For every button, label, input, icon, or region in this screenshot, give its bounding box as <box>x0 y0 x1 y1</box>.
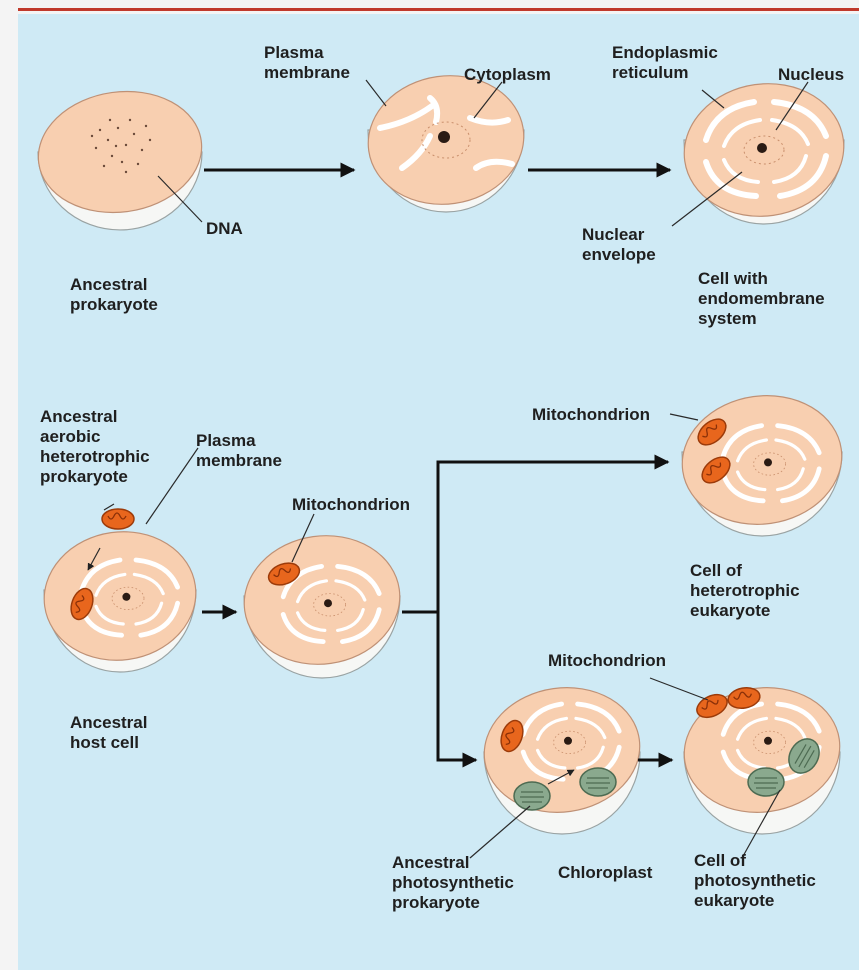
label-mitochondrion-2: Mitochondrion <box>532 405 650 424</box>
aerobic-prokaryote-body <box>102 509 134 529</box>
label-cytoplasm: Cytoplasm <box>464 65 551 84</box>
label-mitochondrion-1: Mitochondrion <box>292 495 410 514</box>
label-nucleus: Nucleus <box>778 65 844 84</box>
label-nuclear-envelope: Nuclear envelope <box>582 225 656 264</box>
top-rule <box>18 8 859 11</box>
label-chloroplast: Chloroplast <box>558 863 653 882</box>
label-ancestral-prokaryote: Ancestral prokaryote <box>70 275 158 314</box>
photosynthetic-prokaryote-body <box>514 782 550 810</box>
label-mitochondrion-3: Mitochondrion <box>548 651 666 670</box>
label-dna: DNA <box>206 219 243 238</box>
